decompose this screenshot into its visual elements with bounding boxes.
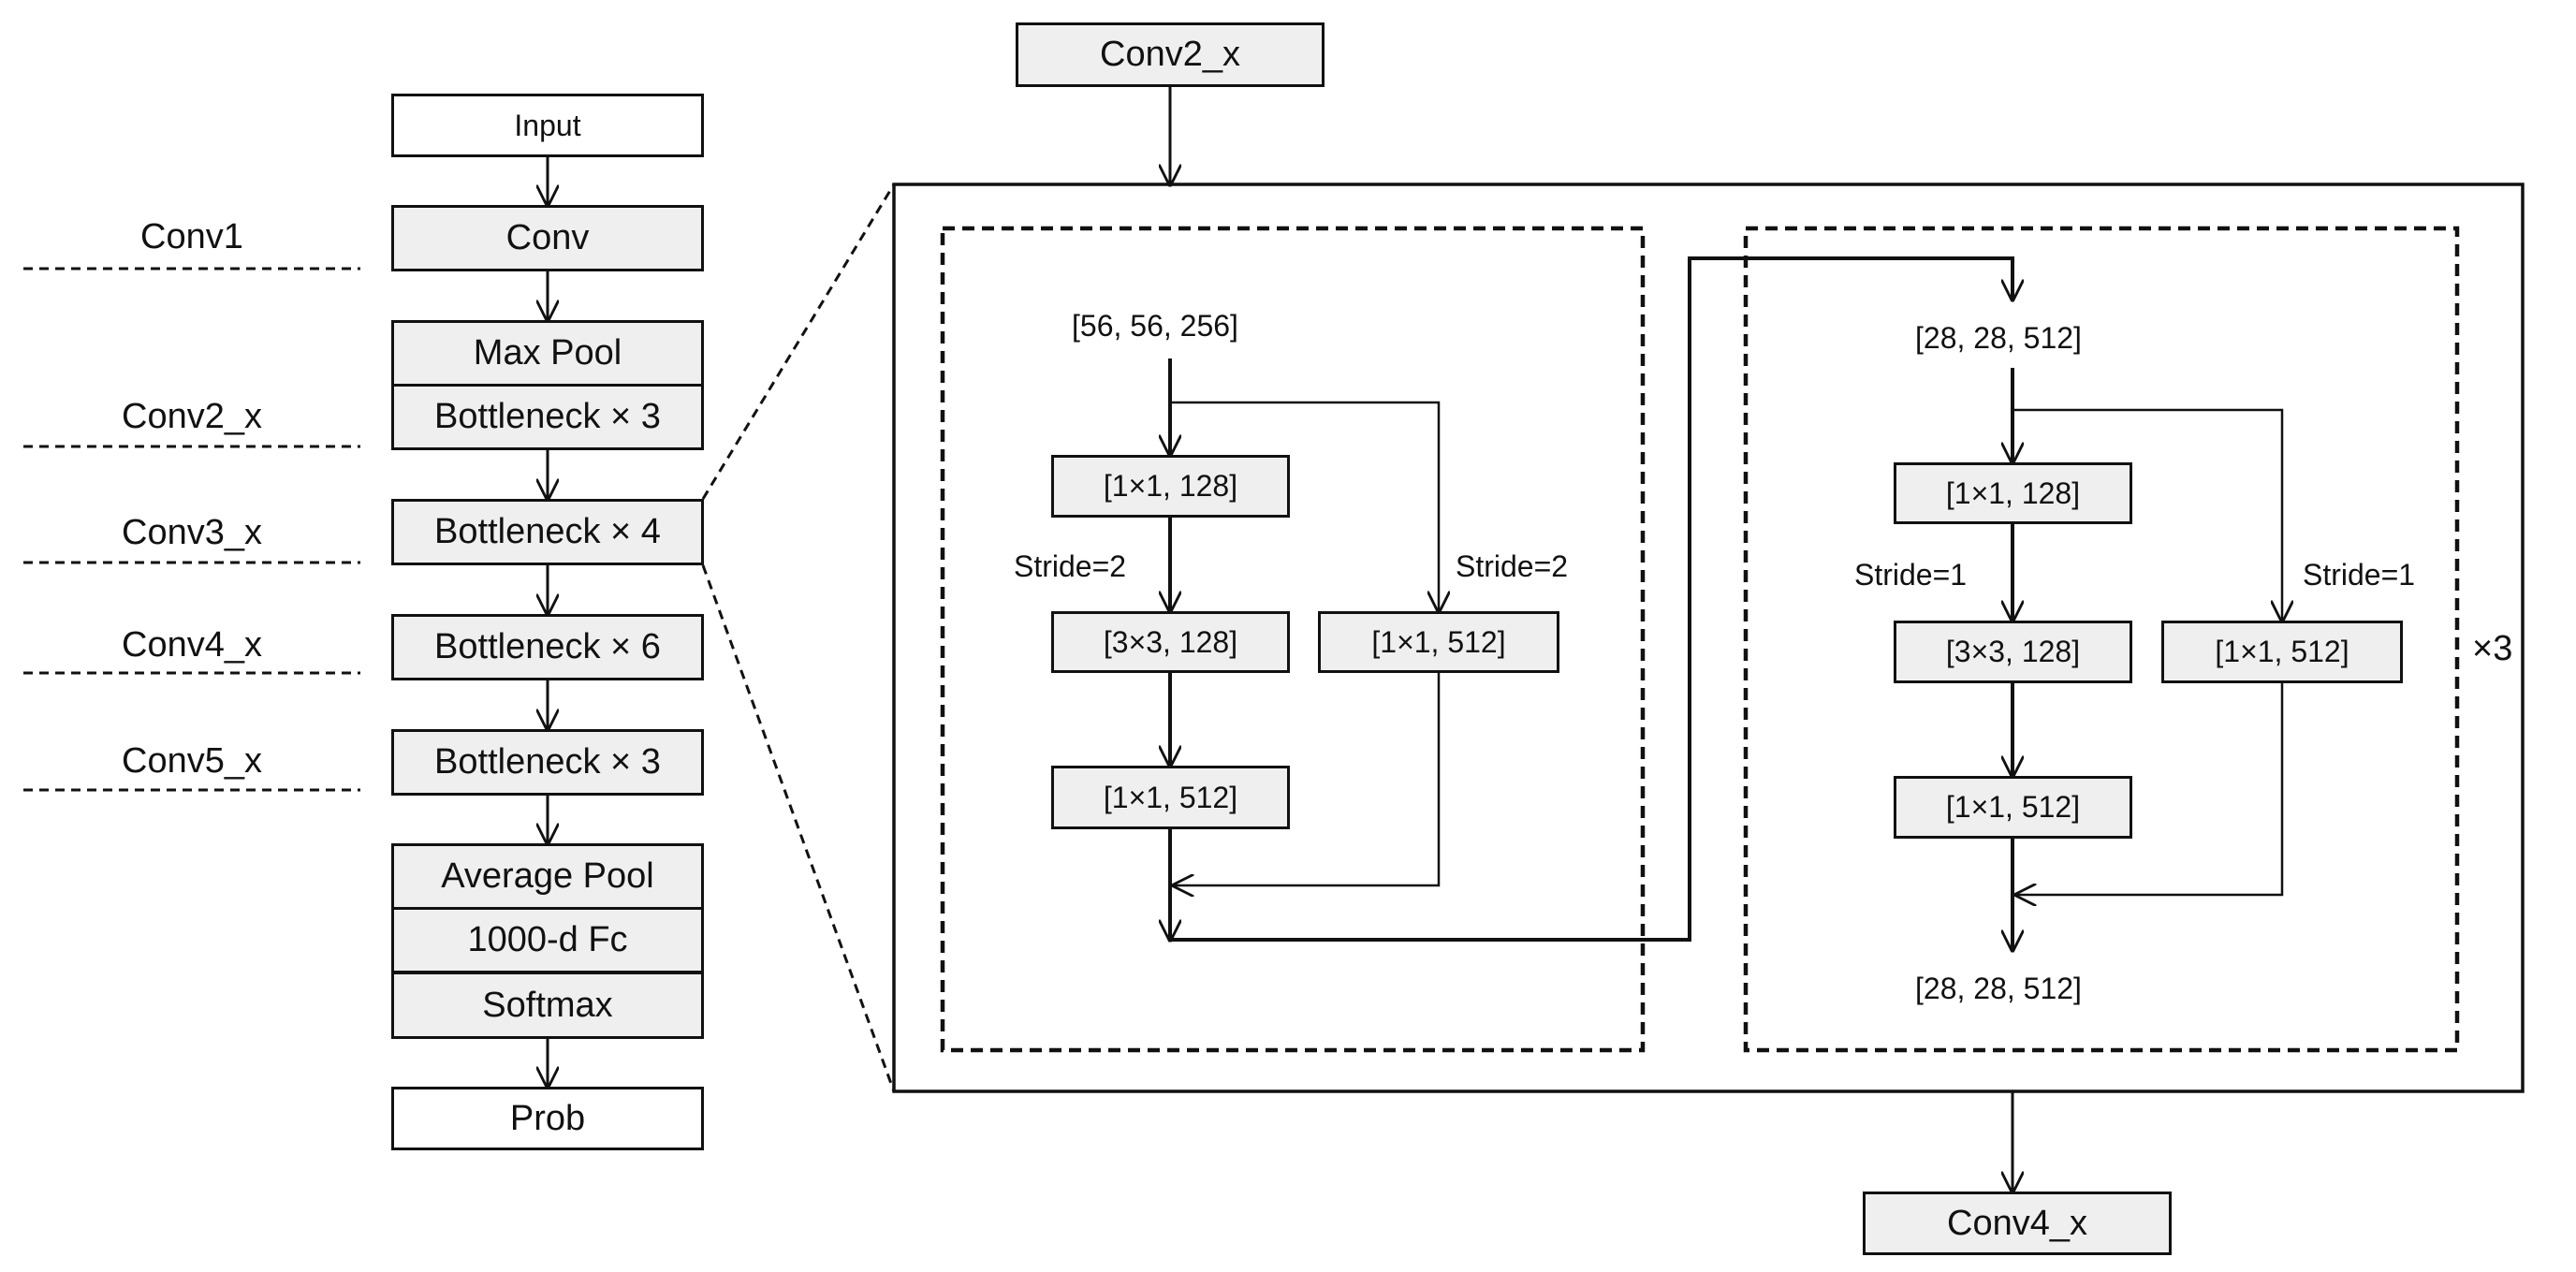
detail-input-box: Conv2_x bbox=[1016, 22, 1325, 87]
repeat-label: ×3 bbox=[2472, 629, 2513, 668]
zoom-lines bbox=[701, 183, 896, 1092]
stage-label-conv4-x: Conv4_x bbox=[122, 625, 262, 665]
block1-conv-1x1-128: [1×1, 128] bbox=[1051, 455, 1290, 518]
block2-shortcut bbox=[2012, 408, 2282, 895]
block2-stride-shortcut: Stride=1 bbox=[2303, 558, 2416, 592]
bottleneck-conv4-box: Bottleneck × 6 bbox=[391, 614, 704, 680]
block1-conv-1x1-512: [1×1, 512] bbox=[1051, 766, 1290, 829]
block2-conv-1x1-512: [1×1, 512] bbox=[1894, 776, 2132, 839]
bottleneck-conv3-box: Bottleneck × 4 bbox=[391, 499, 704, 565]
block2-container bbox=[1743, 226, 2460, 1053]
prob-box: Prob bbox=[391, 1087, 704, 1150]
block2-input-shape: [28, 28, 512] bbox=[1915, 321, 2082, 355]
block2-shortcut-1x1-512: [1×1, 512] bbox=[2161, 621, 2403, 683]
stage-label-conv5-x: Conv5_x bbox=[122, 741, 262, 781]
stage-separators bbox=[23, 267, 360, 792]
conv-box: Conv bbox=[391, 205, 704, 271]
fc-box: 1000-d Fc bbox=[391, 907, 704, 973]
stage-label-conv2-x: Conv2_x bbox=[122, 397, 262, 436]
bottleneck-conv2-box: Bottleneck × 3 bbox=[391, 384, 704, 450]
max-pool-box: Max Pool bbox=[391, 320, 704, 387]
input-box: Input bbox=[391, 94, 704, 157]
block-transfer-line bbox=[1170, 256, 2012, 942]
bottleneck-conv5-box: Bottleneck × 3 bbox=[391, 729, 704, 796]
block1-shortcut-1x1-512: [1×1, 512] bbox=[1318, 611, 1559, 673]
detail-output-box: Conv4_x bbox=[1863, 1192, 2172, 1255]
block2-output-shape: [28, 28, 512] bbox=[1915, 972, 2082, 1005]
block1-stride-main: Stride=2 bbox=[1014, 549, 1127, 583]
block1-stride-shortcut: Stride=2 bbox=[1456, 549, 1569, 583]
block2-conv-1x1-128: [1×1, 128] bbox=[1894, 462, 2132, 524]
average-pool-box: Average Pool bbox=[391, 843, 704, 910]
block2-conv-3x3-128: [3×3, 128] bbox=[1894, 621, 2132, 683]
detail-frame bbox=[892, 183, 2525, 1093]
stage-label-conv1: Conv1 bbox=[140, 217, 243, 256]
block1-conv-3x3-128: [3×3, 128] bbox=[1051, 611, 1290, 673]
stage-label-conv3-x: Conv3_x bbox=[122, 513, 262, 552]
softmax-box: Softmax bbox=[391, 972, 704, 1039]
block2-stride-main: Stride=1 bbox=[1854, 558, 1968, 592]
block1-input-shape: [56, 56, 256] bbox=[1072, 309, 1238, 343]
block1-shortcut bbox=[1170, 401, 1439, 885]
block1-container bbox=[940, 226, 1646, 1053]
